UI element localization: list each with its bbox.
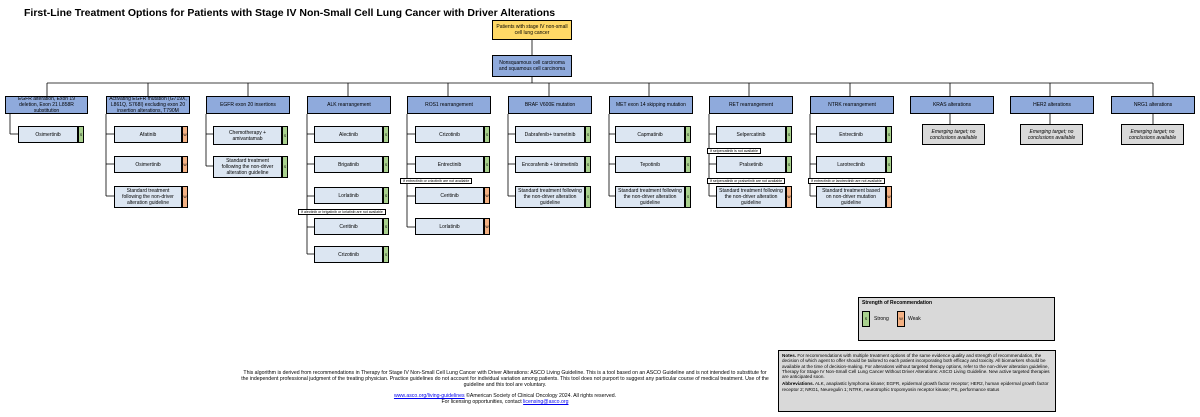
- legend-weak-swatch: W: [897, 311, 905, 327]
- strength-legend: Strength of Recommendation S Strong W We…: [858, 297, 1055, 341]
- strength-tag: W: [182, 126, 188, 143]
- strength-tag: S: [383, 126, 389, 143]
- header-met: MET exon 14 skipping mutation: [609, 96, 693, 114]
- option-box: Standard treatment following the non-dri…: [716, 186, 786, 208]
- ret-condition-note: If selpercatinib is not available: [707, 148, 761, 154]
- strength-tag: W: [786, 186, 792, 208]
- option-box: Ceritinib: [314, 218, 383, 235]
- option-box: Pralsetinib: [716, 156, 786, 173]
- option-box: Dabrafenib+ trametinib: [515, 126, 585, 143]
- strength-tag: S: [484, 156, 490, 173]
- option-box: Selpercatinib: [716, 126, 786, 143]
- footer: This algorithm is derived from recommend…: [240, 370, 770, 405]
- strength-tag: S: [383, 156, 389, 173]
- option-box: Osimertinib: [114, 156, 182, 173]
- strength-tag: S: [585, 156, 591, 173]
- option-box: Afatinib: [114, 126, 182, 143]
- option-box: Brigatinib: [314, 156, 383, 173]
- emerging-box: Emerging target; no conclusions availabl…: [1121, 124, 1184, 145]
- header-egfr-atypical: Activating EGFR mutation (G719X, L861Q, …: [106, 96, 190, 114]
- header-egfr-classic: EGFR alteration, Exon 19 deletion, Exon …: [5, 96, 88, 114]
- notes-text: For recommendations with multiple treatm…: [782, 353, 1050, 380]
- footer-licensing: For licensing opportunities, contact: [441, 399, 522, 405]
- strength-tag: S: [886, 126, 892, 143]
- header-braf: BRAF V600E mutation: [508, 96, 592, 114]
- strength-tag: S: [282, 156, 288, 178]
- strength-tag: S: [78, 126, 84, 143]
- option-box: Tepotinib: [615, 156, 685, 173]
- option-box: Entrectinib: [816, 126, 886, 143]
- option-box: Osimertinib: [18, 126, 78, 143]
- legend-strong-swatch: S: [862, 311, 870, 327]
- strength-tag: W: [182, 186, 188, 208]
- strength-tag: S: [886, 156, 892, 173]
- strength-tag: S: [685, 156, 691, 173]
- strength-tag: W: [886, 186, 892, 208]
- strength-tag: S: [383, 218, 389, 235]
- option-box: Ceritinib: [415, 187, 484, 204]
- legend-strong-label: Strong: [874, 316, 889, 322]
- ntrk-condition-note: If entrectinib or larotrectinib are not …: [808, 178, 885, 184]
- ros1-condition-note: If entrectinib or crizotinib are not ava…: [400, 178, 473, 184]
- header-kras: KRAS alterations: [910, 96, 994, 114]
- strength-tag: S: [282, 126, 288, 145]
- option-box: Standard treatment based on non-driver m…: [816, 186, 886, 208]
- abbreviations-label: Abbreviations.: [782, 381, 814, 387]
- legend-title: Strength of Recommendation: [862, 300, 933, 306]
- header-ros1: ROS1 rearrangement: [407, 96, 491, 114]
- option-box: Standard treatment following the non-dri…: [114, 186, 182, 208]
- option-box: Standard treatment following the non-dri…: [515, 186, 585, 208]
- nonsquamous-box: Nonsquamous cell carcinoma and squamous …: [492, 55, 572, 77]
- strength-tag: S: [383, 246, 389, 263]
- option-box: Chemotherapy + amivantamab: [213, 126, 282, 145]
- header-her2: HER2 alterations: [1010, 96, 1094, 114]
- option-box: Larotrectinib: [816, 156, 886, 173]
- abbreviations-text: ALK, anaplastic lymphoma kinase; EGFR, e…: [782, 381, 1049, 392]
- option-box: Lorlatinib: [415, 218, 484, 235]
- notes-panel: Notes. For recommendations with multiple…: [778, 350, 1056, 412]
- strength-tag: S: [585, 186, 591, 208]
- strength-tag: S: [786, 126, 792, 143]
- header-nrg1: NRG1 alterations: [1111, 96, 1195, 114]
- strength-tag: S: [786, 156, 792, 173]
- strength-tag: S: [685, 126, 691, 143]
- alk-condition-note: If alectinib or brigatinib or lorlatinib…: [298, 209, 386, 215]
- header-ret: RET rearrangement: [709, 96, 793, 114]
- guidelines-link[interactable]: www.asco.org/living-guidelines: [393, 393, 465, 399]
- strength-tag: W: [182, 156, 188, 173]
- strength-tag: S: [685, 186, 691, 208]
- strength-tag: S: [383, 187, 389, 204]
- option-box: Crizotinib: [314, 246, 383, 263]
- option-box: Lorlatinib: [314, 187, 383, 204]
- option-box: Entrectinib: [415, 156, 484, 173]
- emerging-box: Emerging target; no conclusions availabl…: [922, 124, 985, 145]
- header-ntrk: NTRK rearrangement: [810, 96, 894, 114]
- option-box: Alectinib: [314, 126, 383, 143]
- option-box: Standard treatment following the non-dri…: [213, 156, 282, 178]
- root-box: Patients with stage IV non-small cell lu…: [492, 20, 572, 40]
- option-box: Encorafenib + binimetinib: [515, 156, 585, 173]
- notes-label: Notes.: [782, 353, 797, 358]
- option-box: Capmatinib: [615, 126, 685, 143]
- header-alk: ALK rearrangement: [307, 96, 391, 114]
- legend-weak-label: Weak: [908, 316, 921, 322]
- emerging-box: Emerging target; no conclusions availabl…: [1020, 124, 1083, 145]
- licensing-email-link[interactable]: licensing@asco.org: [523, 399, 569, 405]
- footer-copyright: ©American Society of Clinical Oncology 2…: [466, 393, 617, 399]
- option-box: Crizotinib: [415, 126, 484, 143]
- page-title: First-Line Treatment Options for Patient…: [24, 7, 556, 19]
- strength-tag: W: [484, 218, 490, 235]
- strength-tag: W: [484, 187, 490, 204]
- strength-tag: S: [484, 126, 490, 143]
- strength-tag: S: [585, 126, 591, 143]
- footer-disclaimer: This algorithm is derived from recommend…: [241, 370, 769, 388]
- header-egfr-exon20: EGFR exon 20 insertions: [206, 96, 290, 114]
- ret-condition-note: If selpercatinib or pralsetinib are not …: [707, 178, 786, 184]
- option-box: Standard treatment following the non-dri…: [615, 186, 685, 208]
